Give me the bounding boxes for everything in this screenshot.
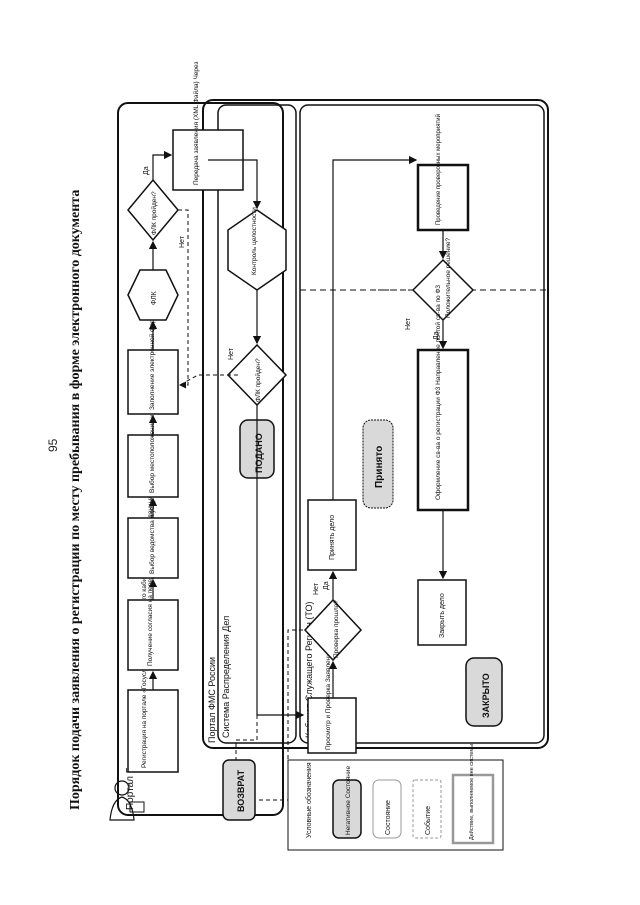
node-transfer: Передача заявления (XML Файла) Через Web… xyxy=(172,60,244,191)
svg-text:Контроль целостности: Контроль целостности xyxy=(251,207,258,275)
edge-no-check: Нет xyxy=(313,582,320,595)
node-integrity: Контроль целостности xyxy=(227,207,287,291)
legend: Условные обозначения Негативное Состояни… xyxy=(287,744,504,851)
lane-office-label: Кабинет Служащего Регион (ТО) xyxy=(304,602,314,739)
svg-text:Проверка прошла?: Проверка прошла? xyxy=(333,600,340,658)
svg-text:Закрыть дело: Закрыть дело xyxy=(439,593,446,638)
svg-text:Просмотр и Проверка Заявления: Просмотр и Проверка Заявления xyxy=(325,649,332,750)
svg-text:ФЛК пройден?: ФЛК пройден? xyxy=(254,358,262,402)
lane-office xyxy=(299,104,545,744)
svg-text:Передача заявления (XML Файла): Передача заявления (XML Файла) Через Web… xyxy=(192,60,200,185)
svg-text:Выбор местоположения и офиса: Выбор местоположения и офиса xyxy=(148,393,156,493)
lane-distribution-label: Система Распределения Дел xyxy=(221,616,231,738)
edge-no-top: Нет xyxy=(179,235,186,248)
svg-text:Заполнение электронной формы в: Заполнение электронной формы ввода xyxy=(148,290,156,410)
svg-text:Принять дело: Принять дело xyxy=(329,515,336,560)
svg-text:ВОЗВРАТ: ВОЗВРАТ xyxy=(236,769,246,812)
state-zakryto: ЗАКРЫТО xyxy=(465,657,503,727)
node-review: Просмотр и Проверка Заявления xyxy=(307,649,357,754)
svg-text:ФЛК: ФЛК xyxy=(151,290,158,305)
edge-yes-positive: Да xyxy=(433,331,440,340)
svg-text:ЗАКРЫТО: ЗАКРЫТО xyxy=(481,673,491,718)
page-title: Порядок подачи заявления о регистрации п… xyxy=(68,189,83,810)
page-number: 95 xyxy=(46,438,60,452)
edge-no-positive: Нет xyxy=(405,317,412,330)
state-prinyato: Принято xyxy=(362,419,394,509)
edge-no-fms: Нет xyxy=(228,347,235,360)
state-vozvrat: ВОЗВРАТ xyxy=(222,759,256,821)
svg-text:Состояние: Состояние xyxy=(385,800,392,835)
node-flk: ФЛК xyxy=(127,269,179,321)
edge-yes-top: Да xyxy=(143,166,150,175)
edge-yes-check: Да xyxy=(323,581,330,590)
svg-text:Проведение проверочных меропри: Проведение проверочных мероприятий xyxy=(435,114,442,225)
node-flk-passed-top: ФЛК пройден? xyxy=(127,178,179,242)
svg-text:Негативное Состояние: Негативное Состояние xyxy=(345,765,352,835)
node-check-passed: Проверка прошла? xyxy=(303,598,363,662)
svg-text:Событие: Событие xyxy=(424,806,432,835)
node-choose-location: Выбор местоположения и офиса xyxy=(127,393,179,498)
lane-fms-label: Портал ФМС России xyxy=(207,657,217,743)
svg-text:Оформление св-ва о регистрации: Оформление св-ва о регистрации Ф3 Направ… xyxy=(434,285,442,500)
svg-text:ПОДАНО: ПОДАНО xyxy=(254,433,264,473)
svg-text:Условные обозначения: Условные обозначения xyxy=(305,762,313,838)
node-checks: Проведение проверочных мероприятий xyxy=(416,114,470,232)
person-icon xyxy=(109,780,145,821)
svg-text:Выбор ведомства и услуги: Выбор ведомства и услуги xyxy=(148,493,156,574)
lane-gosuslugi xyxy=(117,102,284,816)
node-fill-form: Заполнение электронной формы ввода xyxy=(127,290,179,415)
lane-fms xyxy=(202,99,549,749)
svg-text:Положительное решение?: Положительное решение? xyxy=(445,237,452,318)
node-close-case: Закрыть дело xyxy=(417,579,467,646)
svg-text:ФЛК пройден?: ФЛК пройден? xyxy=(150,191,158,235)
lane-distribution xyxy=(217,104,297,744)
flowchart: Портал Госуслуг Портал ФМС России Систем… xyxy=(109,60,549,851)
svg-text:Действие, выполняемое вне сист: Действие, выполняемое вне системы xyxy=(468,744,475,840)
node-accept-case: Принять дело xyxy=(307,499,357,571)
svg-text:Принято: Принято xyxy=(374,446,385,488)
node-issue: Оформление св-ва о регистрации Ф3 Направ… xyxy=(416,285,470,512)
node-choose-agency: Выбор ведомства и услуги xyxy=(127,493,179,579)
